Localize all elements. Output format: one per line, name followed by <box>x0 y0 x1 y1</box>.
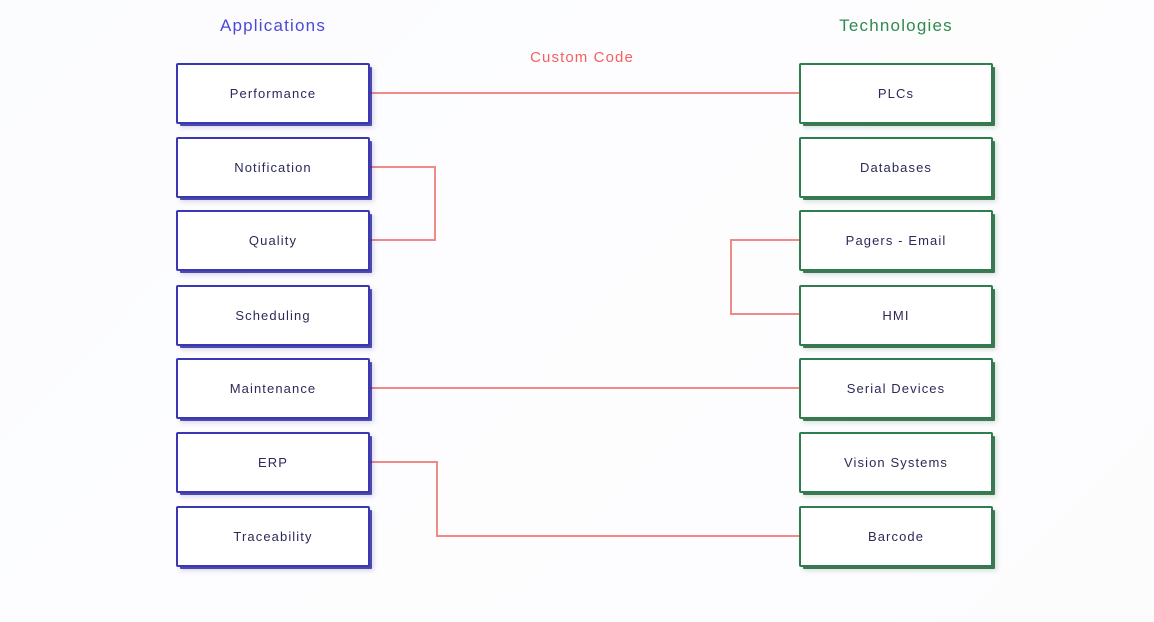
app-node-label: Notification <box>234 160 312 175</box>
custom-code-label: Custom Code <box>530 49 634 66</box>
tech-node-barcode[interactable]: Barcode <box>799 506 993 567</box>
tech-node-pagers-email[interactable]: Pagers - Email <box>799 210 993 271</box>
tech-node-vision-systems[interactable]: Vision Systems <box>799 432 993 493</box>
app-node-scheduling[interactable]: Scheduling <box>176 285 370 346</box>
app-node-maintenance[interactable]: Maintenance <box>176 358 370 419</box>
column-heading-applications: Applications <box>219 16 327 35</box>
tech-node-hmi[interactable]: HMI <box>799 285 993 346</box>
connector-notification-quality-bracket <box>370 166 436 241</box>
tech-node-label: PLCs <box>877 86 915 101</box>
app-node-performance[interactable]: Performance <box>176 63 370 124</box>
column-heading-technologies: Technologies <box>839 16 953 35</box>
app-node-label: Performance <box>229 86 317 101</box>
tech-node-label: Vision Systems <box>843 455 949 470</box>
app-node-quality[interactable]: Quality <box>176 210 370 271</box>
tech-node-databases[interactable]: Databases <box>799 137 993 198</box>
app-node-label: Scheduling <box>235 308 311 323</box>
tech-node-label: Serial Devices <box>846 381 946 396</box>
app-node-label: Traceability <box>233 529 313 544</box>
tech-node-label: Barcode <box>867 529 925 544</box>
tech-node-label: Pagers - Email <box>845 233 947 248</box>
app-node-notification[interactable]: Notification <box>176 137 370 198</box>
app-node-label: Quality <box>248 233 298 248</box>
tech-node-plcs[interactable]: PLCs <box>799 63 993 124</box>
connector-pagers-hmi-bracket <box>730 239 799 315</box>
app-node-erp[interactable]: ERP <box>176 432 370 493</box>
app-node-label: Maintenance <box>229 381 317 396</box>
app-node-traceability[interactable]: Traceability <box>176 506 370 567</box>
connector-erp-to-barcode <box>370 461 799 537</box>
tech-node-serial-devices[interactable]: Serial Devices <box>799 358 993 419</box>
tech-node-label: Databases <box>859 160 933 175</box>
tech-node-label: HMI <box>882 308 910 323</box>
app-node-label: ERP <box>257 455 289 470</box>
